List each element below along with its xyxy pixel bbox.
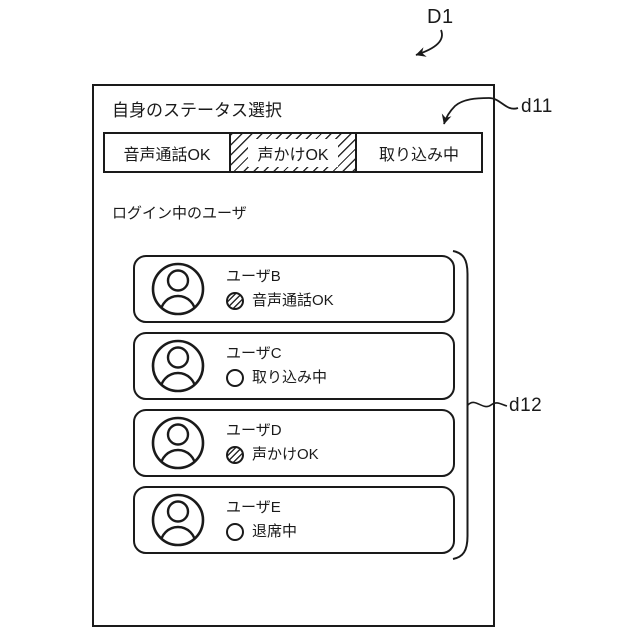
figure-ref-d1: D1 [427, 6, 454, 28]
status-hatched-circle-icon [226, 292, 244, 310]
logged-in-users-heading: ログイン中のユーザ [112, 205, 247, 222]
status-dialog: 自身のステータス選択 音声通話OK 声かけOK 取り込み中 ログイン中のユーザ … [92, 84, 495, 627]
status-option-voice-call-ok[interactable]: 音声通話OK [105, 134, 229, 171]
user-status-text: 音声通話OK [252, 292, 334, 309]
user-status-text: 退席中 [252, 523, 298, 540]
user-card-b[interactable]: ユーザB 音声通話OK [133, 255, 455, 323]
user-status-text: 声かけOK [252, 446, 319, 463]
user-info: ユーザC 取り込み中 [226, 345, 327, 387]
figure-ref-d12: d12 [509, 395, 543, 416]
status-option-label: 声かけOK [248, 138, 338, 167]
user-card-c[interactable]: ユーザC 取り込み中 [133, 332, 455, 400]
user-status-row: 声かけOK [226, 446, 319, 464]
status-selector: 音声通話OK 声かけOK 取り込み中 [103, 132, 483, 173]
user-card-e[interactable]: ユーザE 退席中 [133, 486, 455, 554]
status-option-label: 音声通話OK [123, 146, 211, 164]
user-card-d[interactable]: ユーザD 声かけOK [133, 409, 455, 477]
status-option-label: 取り込み中 [378, 146, 459, 164]
user-info: ユーザE 退席中 [226, 499, 297, 541]
user-status-row: 音声通話OK [226, 292, 334, 310]
d1-arrow [415, 29, 443, 57]
user-name: ユーザC [226, 345, 282, 362]
user-status-row: 取り込み中 [226, 369, 327, 387]
user-list: ユーザB 音声通話OK ユーザC 取り込み中 [133, 255, 455, 554]
status-empty-circle-icon [226, 523, 244, 541]
user-name: ユーザB [226, 268, 281, 285]
user-name: ユーザD [226, 422, 282, 439]
user-avatar-icon [150, 415, 206, 471]
status-option-busy[interactable]: 取り込み中 [355, 134, 481, 171]
user-info: ユーザB 音声通話OK [226, 268, 334, 310]
status-hatched-circle-icon [226, 446, 244, 464]
user-status-text: 取り込み中 [252, 369, 328, 386]
user-avatar-icon [150, 338, 206, 394]
dialog-title: 自身のステータス選択 [112, 101, 282, 120]
figure-ref-d11: d11 [521, 96, 553, 117]
user-avatar-icon [150, 492, 206, 548]
status-option-talk-ok-selected[interactable]: 声かけOK [229, 134, 355, 171]
status-empty-circle-icon [226, 369, 244, 387]
user-status-row: 退席中 [226, 523, 297, 541]
user-name: ユーザE [226, 499, 281, 516]
user-avatar-icon [150, 261, 206, 317]
user-info: ユーザD 声かけOK [226, 422, 319, 464]
